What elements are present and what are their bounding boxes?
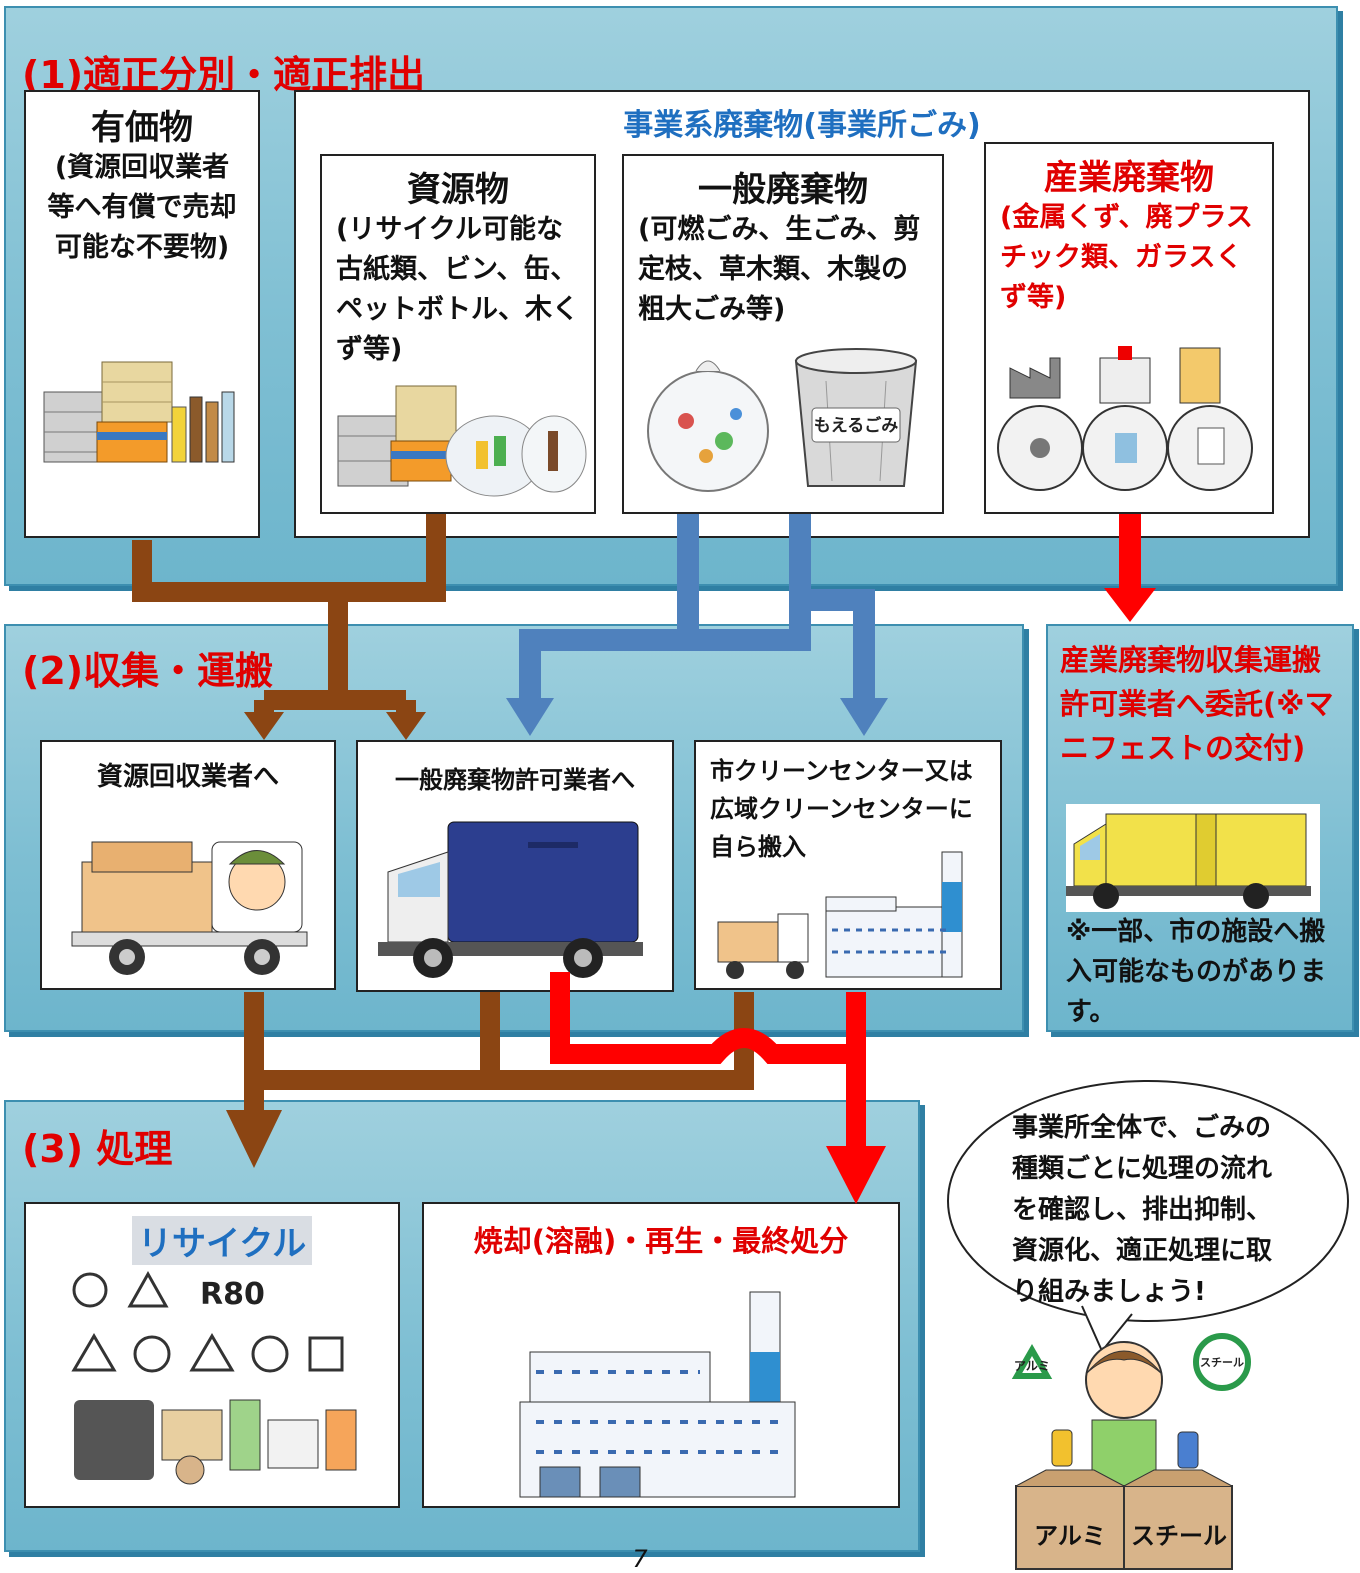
valuables-desc: (資源回収業者等へ有償で売却可能な不要物) — [47, 152, 237, 263]
industrial-waste-desc: (金属くず、廃プラスチック類、ガラスくず等) — [1000, 202, 1253, 313]
recycle-marks-illustration: R80 — [71, 1270, 357, 1485]
garbage-bag-bin-illustration: もえるごみ — [647, 348, 918, 492]
collect-recyclers-label: 資源回収業者へ — [96, 762, 279, 792]
newspaper-bottles-illustration — [43, 361, 235, 463]
industrial-contractor-note: ※一部、市の施設へ搬入可能なものがあります。 — [1066, 917, 1327, 1027]
self-delivery-facility-illustration — [717, 851, 963, 979]
speech-text: 事業所全体で、ごみの種類ごとに処理の流れを確認し、排出抑制、資源化、適正処理に取… — [1012, 1113, 1273, 1307]
recycle-label: リサイクル — [132, 1216, 313, 1265]
resources-title: 資源物 — [407, 170, 509, 210]
red-arrowhead-industrial — [1104, 588, 1156, 622]
collect-self-label: 市クリーンセンター又は広域クリーンセンターに自ら搬入 — [710, 757, 973, 861]
general-waste-box: 一般廃棄物 (可燃ごみ、生ごみ、剪定枝、草木類、木製の粗大ごみ等) もえるごみ — [622, 154, 944, 514]
recycler-truck-illustration — [71, 841, 308, 975]
incinerator-facility-illustration — [519, 1291, 796, 1498]
general-waste-title: 一般廃棄物 — [698, 170, 868, 210]
steel-mark-label: スチール — [1200, 1356, 1244, 1369]
business-waste-title: 事業系廃棄物(事業所ごみ) — [623, 108, 981, 143]
page-number: 7 — [632, 1545, 648, 1573]
sorting-box-left-label: アルミ — [1034, 1522, 1106, 1550]
sorting-box-right-label: スチール — [1131, 1522, 1227, 1550]
r80-mark: R80 — [200, 1277, 265, 1312]
collect-licensed-box: 一般廃棄物許可業者へ — [356, 740, 674, 992]
general-waste-desc: (可燃ごみ、生ごみ、剪定枝、草木類、木製の粗大ごみ等) — [638, 214, 921, 325]
resources-box: 資源物 (リサイクル可能な古紙類、ビン、缶、ペットボトル、木くず等) — [320, 154, 596, 514]
bin-label: もえるごみ — [814, 415, 899, 436]
industrial-contractor-label: 産業廃棄物収集運搬許可業者へ委託(※マニフェストの交付) — [1060, 643, 1334, 765]
section2-title: (2)収集・運搬 — [22, 649, 274, 693]
collect-licensed-label: 一般廃棄物許可業者へ — [395, 766, 635, 794]
section3-title: (3) 処理 — [22, 1127, 173, 1171]
collect-recyclers-box: 資源回収業者へ — [40, 740, 336, 990]
incineration-box: 焼却(溶融)・再生・最終処分 — [422, 1202, 900, 1508]
valuables-box: 有価物 (資源回収業者等へ有償で売却可能な不要物) — [24, 90, 260, 538]
industrial-waste-title: 産業廃棄物 — [1044, 158, 1214, 198]
resources-desc: (リサイクル可能な古紙類、ビン、缶、ペットボトル、木くず等) — [336, 214, 579, 365]
incineration-label: 焼却(溶融)・再生・最終処分 — [473, 1224, 849, 1258]
industrial-truck-illustration — [1066, 804, 1320, 912]
garbage-truck-illustration — [378, 821, 643, 978]
alu-mark-label: アルミ — [1014, 1359, 1050, 1373]
recyclables-illustration — [337, 385, 587, 497]
factory-hospital-bags-illustration — [997, 346, 1253, 491]
valuables-title: 有価物 — [91, 108, 193, 148]
section1-title: (1)適正分別・適正排出 — [22, 53, 426, 97]
recycle-box: リサイクル R80 — [24, 1202, 400, 1508]
industrial-waste-box: 産業廃棄物 (金属くず、廃プラスチック類、ガラスくず等) — [984, 142, 1274, 514]
collect-self-box: 市クリーンセンター又は広域クリーンセンターに自ら搬入 — [694, 740, 1002, 990]
kid-sorting-illustration: アルミ スチール — [1011, 1333, 1251, 1570]
speech-bubble — [947, 1080, 1349, 1353]
